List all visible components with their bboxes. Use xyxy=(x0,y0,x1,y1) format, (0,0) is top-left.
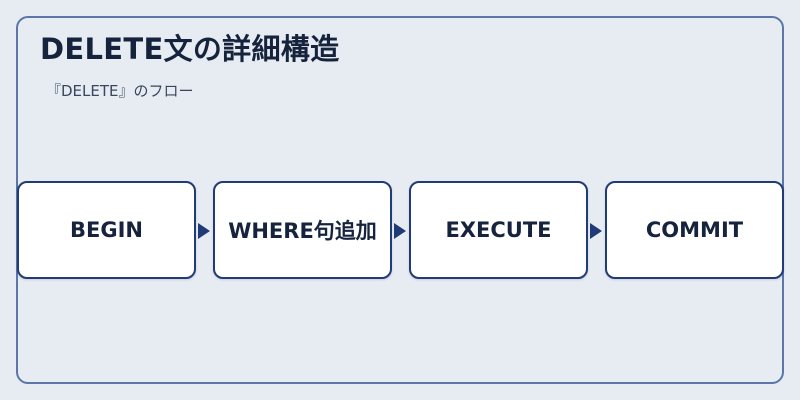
arrow-right-icon xyxy=(590,223,602,239)
arrow-right-icon xyxy=(394,223,406,239)
step-label: COMMIT xyxy=(645,218,744,242)
step-begin: BEGIN xyxy=(17,181,196,279)
step-label: BEGIN xyxy=(70,218,143,242)
arrow-right-icon xyxy=(198,223,210,239)
step-commit: COMMIT xyxy=(605,181,784,279)
diagram-subtitle: 『DELETE』のフロー xyxy=(46,82,194,100)
step-execute: EXECUTE xyxy=(409,181,588,279)
step-where-clause: WHERE句追加 xyxy=(213,181,392,279)
step-label: WHERE句追加 xyxy=(228,219,377,243)
step-label: EXECUTE xyxy=(445,218,552,242)
diagram-title: DELETE文の詳細構造 xyxy=(40,32,340,66)
